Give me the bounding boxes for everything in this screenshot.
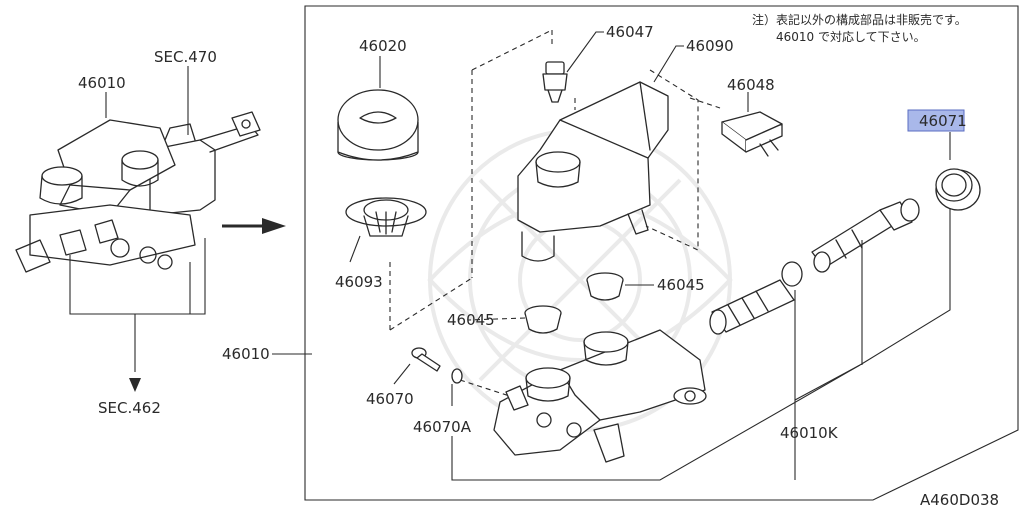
sec462-arrow — [129, 378, 141, 392]
level-sensor-46048 — [721, 111, 783, 157]
connector-46047 — [542, 61, 568, 103]
label-46070a: 46070A — [413, 418, 472, 436]
master-cylinder-body — [493, 329, 707, 463]
label-sec470: SEC.470 — [154, 48, 217, 66]
guide-cap-to-reservoir — [389, 29, 576, 331]
label-46020: 46020 — [359, 37, 407, 55]
highlight-46071 — [907, 109, 965, 132]
strainer-46093 — [345, 197, 427, 237]
sec462-bracket — [69, 238, 206, 372]
seal-ring-46071 — [935, 168, 981, 211]
reservoir-tank-46090 — [517, 81, 669, 262]
detail-arrow — [222, 218, 286, 234]
note-line-2: 46010 で対応して下さい。 — [776, 30, 926, 44]
bushing-46045-right — [586, 272, 624, 301]
detail-frame — [304, 5, 1019, 501]
label-46010-assy: 46010 — [78, 74, 126, 92]
figure-code: A460D038 — [920, 491, 999, 509]
label-46070: 46070 — [366, 390, 414, 408]
bolt-46070 — [411, 347, 441, 372]
note-line-1: 注）表記以外の構成部品は非販売です。 — [752, 12, 967, 27]
label-46071: 46071 — [919, 112, 967, 130]
guide-reservoir-bracket — [645, 69, 721, 251]
label-46048: 46048 — [727, 76, 775, 94]
label-46090: 46090 — [686, 37, 734, 55]
brake-booster-assembly-illustration — [15, 111, 261, 273]
bushing-46045-left — [524, 305, 562, 334]
label-46010-main: 46010 — [222, 345, 270, 363]
guide-bushing-left — [467, 317, 526, 321]
label-46047: 46047 — [606, 23, 654, 41]
reservoir-cap-46020 — [337, 89, 419, 161]
label-sec462: SEC.462 — [98, 399, 161, 417]
washer-46070a — [451, 368, 463, 384]
label-46010k: 46010K — [780, 424, 839, 442]
piston-kit-46010k — [709, 198, 920, 335]
label-46045-left: 46045 — [447, 311, 495, 329]
label-46093: 46093 — [335, 273, 383, 291]
label-46045-right: 46045 — [657, 276, 705, 294]
